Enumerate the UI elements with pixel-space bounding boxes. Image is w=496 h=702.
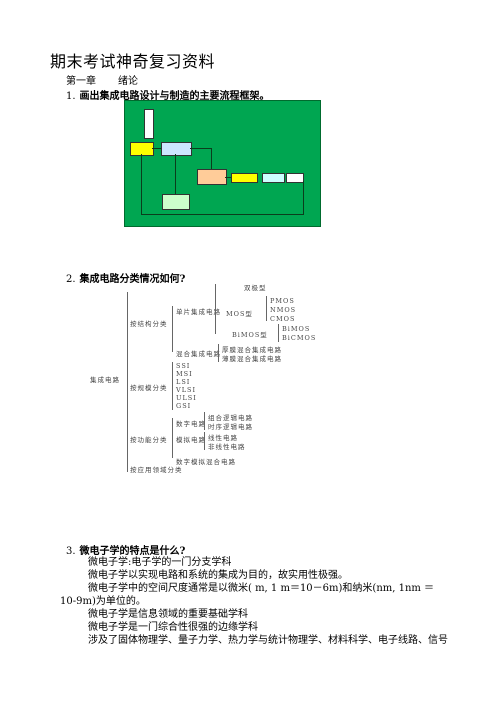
- tree-mos: MOS型: [226, 310, 253, 318]
- tree-root: 集成电路: [90, 376, 120, 384]
- ic-design-flow-diagram: [124, 100, 321, 227]
- tree-thick-film: 厚膜混合集成电路: [222, 346, 282, 354]
- tree-ssi: SSI: [176, 362, 191, 370]
- tree-vlsi: VLSI: [176, 386, 197, 394]
- flow-box-peach: [197, 169, 227, 185]
- flow-box-aqua: [262, 173, 285, 183]
- chapter-name: 绪论: [118, 76, 138, 87]
- tree-bicmos: BiCMOS: [282, 334, 317, 342]
- tree-nonlinear: 非线性电路: [208, 443, 246, 451]
- tree-digital: 数字电路: [176, 420, 206, 428]
- tree-nmos: NMOS: [270, 306, 297, 314]
- flow-box-yellow: [130, 142, 154, 156]
- question-3: 3.微电子学的特点是什么?: [66, 546, 186, 557]
- q3-line-6: 微电子学是一门综合性很强的边缘学科: [88, 622, 258, 633]
- q3-line-7: 涉及了固体物理学、量子力学、热力学与统计物理学、材料科学、电子线路、信号: [88, 635, 448, 646]
- tree-l1-scale: 按规模分类: [130, 384, 168, 392]
- tree-monolithic: 单片集成电路: [176, 308, 221, 316]
- q3-line-5: 微电子学是信息领域的重要基础学科: [88, 609, 248, 620]
- tree-l1-application: 按应用领域分类: [130, 466, 183, 474]
- flow-box-yellow-2: [231, 173, 258, 183]
- q3-line-1: 微电子学:电子学的一门分支学科: [88, 557, 232, 568]
- ic-classification-tree: 集成电路 按结构分类 按规模分类 按功能分类 按应用领域分类 单片集成电路 混合…: [90, 282, 330, 477]
- tree-gsi: GSI: [176, 402, 192, 410]
- tree-bipolar: 双极型: [244, 284, 267, 292]
- tree-msi: MSI: [176, 370, 193, 378]
- tree-mixed-signal: 数字模拟混合电路: [176, 458, 236, 466]
- tree-analog: 模拟电路: [176, 436, 206, 444]
- tree-bimos-type: BiMOS型: [232, 331, 268, 339]
- q3-line-3: 微电子学中的空间尺度通常是以微米( m, 1 m＝10－6m)和纳米(nm, 1…: [88, 583, 435, 594]
- flow-box-white: [286, 173, 304, 183]
- chapter-heading: 第一章 绪论: [66, 72, 138, 87]
- tree-l1-structure: 按结构分类: [130, 320, 168, 328]
- tree-ulsi: ULSI: [176, 394, 197, 402]
- flow-box-top: [144, 109, 154, 139]
- page-title: 期末考试神奇复习资料: [50, 52, 216, 71]
- flow-box-blue-1: [161, 142, 192, 156]
- tree-pmos: PMOS: [270, 297, 295, 305]
- question-1: 1.画出集成电路设计与制造的主要流程框架。: [66, 91, 270, 102]
- q3-line-2: 微电子学以实现电路和系统的集成为目的，故实用性极强。: [88, 570, 348, 581]
- tree-linear: 线性电路: [208, 434, 238, 442]
- tree-l1-function: 按功能分类: [130, 436, 168, 444]
- tree-combinational: 组合逻辑电路: [208, 414, 253, 422]
- tree-lsi: LSI: [176, 378, 191, 386]
- chapter-number: 第一章: [66, 76, 96, 87]
- flow-box-green: [162, 194, 190, 210]
- tree-sequential: 时序逻辑电路: [208, 423, 253, 431]
- tree-bimos: BiMOS: [282, 325, 311, 333]
- tree-cmos: CMOS: [270, 315, 296, 323]
- q3-line-4: 10-9m)为单位的。: [60, 596, 146, 607]
- tree-thin-film: 薄膜混合集成电路: [222, 355, 282, 363]
- tree-hybrid: 混合集成电路: [176, 350, 221, 358]
- question-2: 2.集成电路分类情况如何?: [66, 274, 186, 285]
